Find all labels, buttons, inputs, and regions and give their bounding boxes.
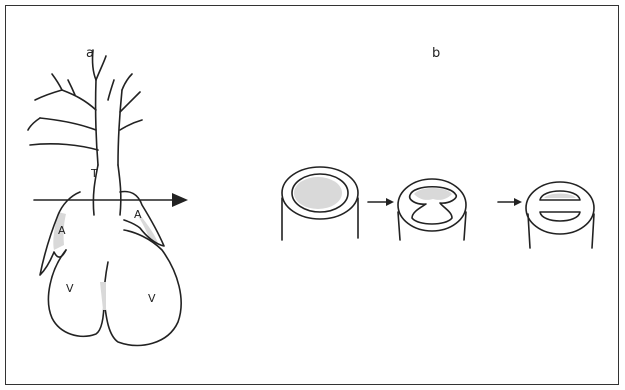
cross-section-2 bbox=[398, 179, 466, 240]
atrium-left-label: A bbox=[58, 224, 66, 237]
vessel-branches bbox=[28, 50, 142, 165]
atrium-right-label: A bbox=[134, 208, 142, 221]
arrow-2 bbox=[498, 198, 522, 206]
trunk-label: T bbox=[91, 167, 98, 180]
panel-b-label: b bbox=[432, 46, 440, 61]
cross-section-3 bbox=[526, 182, 594, 248]
section-arrow bbox=[34, 193, 188, 207]
panel-a-label: a bbox=[86, 46, 94, 61]
heart-sketch bbox=[28, 50, 181, 345]
ventricle-left-label: V bbox=[66, 282, 74, 295]
ventricle-right-label: V bbox=[148, 292, 156, 305]
arrow-1 bbox=[368, 198, 394, 206]
cross-section-1 bbox=[282, 167, 358, 240]
